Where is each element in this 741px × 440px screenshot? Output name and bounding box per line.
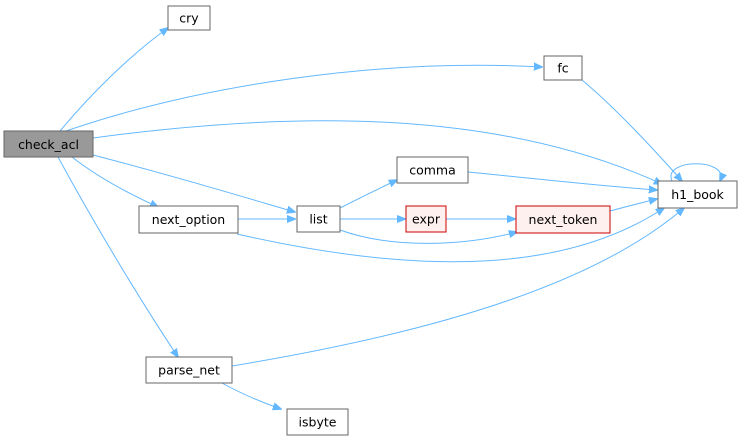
edge-parse_net-h1_book: [231, 208, 684, 367]
node-label: isbyte: [299, 415, 337, 430]
node-isbyte[interactable]: isbyte: [286, 408, 349, 436]
edge-parse_net-isbyte: [221, 382, 281, 409]
edge-check_acl-fc: [65, 65, 542, 132]
node-list[interactable]: list: [296, 205, 341, 233]
node-check_acl[interactable]: check_acl: [3, 130, 94, 158]
edge-next_option-h1_book: [236, 208, 664, 263]
node-label: next_option: [152, 212, 225, 227]
node-label: cry: [179, 11, 199, 26]
node-comma[interactable]: comma: [396, 156, 469, 184]
node-next_token[interactable]: next_token: [515, 205, 611, 234]
node-parse_net[interactable]: parse_net: [145, 356, 233, 384]
node-label: h1_book: [671, 187, 724, 202]
edge-check_acl-list: [92, 154, 295, 212]
edge-next_token-h1_book: [609, 199, 657, 212]
edge-list-next_token: [339, 229, 517, 244]
node-next_option[interactable]: next_option: [138, 205, 239, 234]
node-fc[interactable]: fc: [543, 55, 583, 81]
edge-check_acl-next_option: [71, 156, 158, 207]
node-label: parse_net: [158, 363, 220, 378]
node-label: check_acl: [18, 137, 79, 152]
edge-check_acl-h1_book: [92, 120, 662, 184]
edge-check_acl-cry: [59, 28, 168, 132]
edge-check_acl-parse_net: [57, 156, 178, 357]
node-label: next_token: [529, 212, 598, 227]
edge-list-comma: [339, 180, 397, 209]
nodes-layer: check_acl cry fc h1_book comma next_opti…: [3, 5, 738, 436]
edges-layer: [57, 28, 721, 409]
node-label: fc: [557, 61, 568, 76]
node-label: list: [309, 212, 327, 227]
node-label: comma: [409, 163, 456, 178]
edge-comma-h1_book: [467, 171, 657, 190]
node-expr[interactable]: expr: [405, 205, 447, 233]
node-label: expr: [412, 212, 441, 227]
edge-h1_book-h1_book: [670, 163, 721, 181]
node-h1_book[interactable]: h1_book: [657, 180, 738, 209]
node-cry[interactable]: cry: [167, 5, 211, 31]
edge-fc-h1_book: [581, 79, 682, 181]
